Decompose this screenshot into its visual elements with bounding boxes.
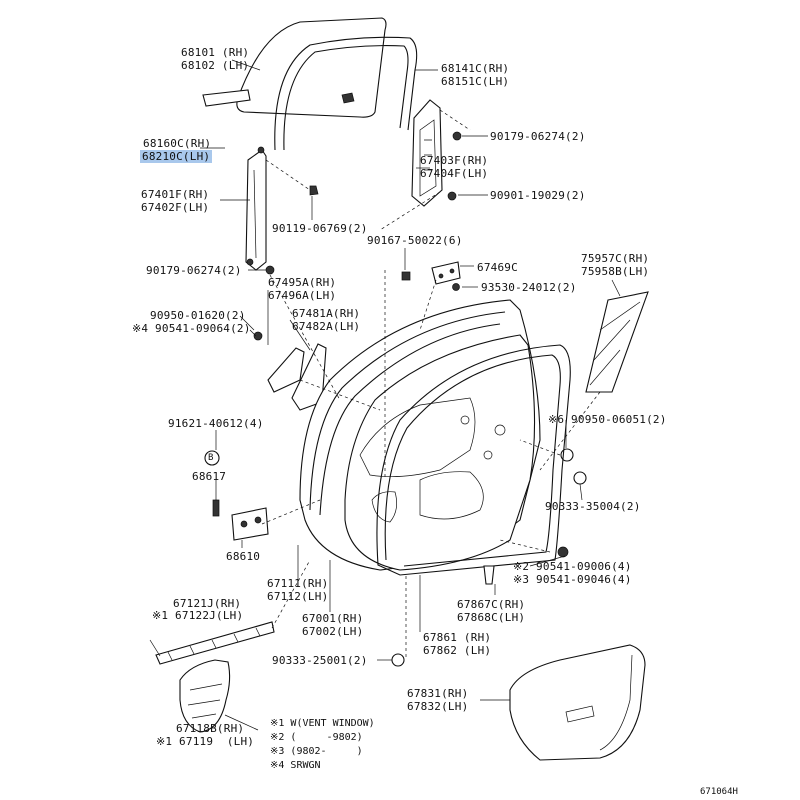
circle-b-shape bbox=[204, 450, 220, 466]
label-clip-90541-09064: ※4 90541-09064(2) bbox=[132, 322, 251, 335]
door-inner-panel-shape bbox=[344, 334, 536, 571]
door-glass-shape bbox=[236, 17, 387, 118]
label-stripe-75957: 75957C(RH) 75958B(LH) bbox=[581, 252, 650, 278]
door-weatherstrip-shape bbox=[376, 344, 571, 576]
door-trim-shape bbox=[509, 644, 646, 761]
label-regulator: 67403F(RH) 67404F(LH) bbox=[420, 154, 489, 180]
label-bolt-90119: 90119-06769(2) bbox=[272, 222, 368, 235]
label-bolt-91621: 91621-40612(4) bbox=[168, 417, 264, 430]
label-run-channel: 68141C(RH) 68151C(LH) bbox=[441, 62, 510, 88]
hinge-shape bbox=[231, 507, 269, 541]
label-clip-90541-09046: ※3 90541-09046(4) bbox=[513, 573, 632, 586]
label-seal-67481: 67481A(RH) 67482A(LH) bbox=[292, 307, 361, 333]
label-clip-90950-06051: ※6 90950-06051(2) bbox=[548, 413, 667, 426]
label-check-68617: 68617 bbox=[192, 470, 227, 483]
label-moulding-67122: ※1 67122J(LH) bbox=[152, 609, 244, 622]
label-cover-67495: 67495A(RH) 67496A(LH) bbox=[268, 276, 337, 302]
label-circle-b: B bbox=[208, 453, 214, 463]
label-door-panel-67001: 67001(RH) 67002(LH) bbox=[302, 612, 364, 638]
lower-cover-shape bbox=[179, 659, 231, 733]
label-bolt-90179-left: 90179-06274(2) bbox=[146, 264, 242, 277]
stripe-shape bbox=[585, 291, 649, 393]
label-weatherstrip-67861: 67861 (RH) 67862 (LH) bbox=[423, 631, 492, 657]
label-screw-93530: 93530-24012(2) bbox=[481, 281, 577, 294]
label-door-panel-67111: 67111(RH) 67112(LH) bbox=[267, 577, 329, 603]
cover-shape bbox=[267, 347, 305, 393]
label-bolt-90167: 90167-50022(6) bbox=[367, 234, 463, 247]
label-bracket-67469: 67469C bbox=[477, 261, 518, 274]
label-channel-68210-highlighted: 68210C(LH) bbox=[140, 150, 213, 163]
label-cover-67118: 67118B(RH) bbox=[176, 722, 245, 735]
label-clip-90541-09006: ※2 90541-09006(4) bbox=[513, 560, 632, 573]
label-rear-channel: 67401F(RH) 67402F(LH) bbox=[141, 188, 210, 214]
label-trim-67831: 67831(RH) 67832(LH) bbox=[407, 687, 469, 713]
label-bolt-90901: 90901-19029(2) bbox=[490, 189, 586, 202]
window-regulator-shape bbox=[411, 99, 443, 207]
label-hinge-68610: 68610 bbox=[226, 550, 261, 563]
footnote-1: ※1 W(VENT WINDOW) bbox=[270, 718, 375, 729]
footnote-4: ※4 SRWGN bbox=[270, 760, 321, 771]
label-plug-90333-35004: 90333-35004(2) bbox=[545, 500, 641, 513]
figure-number: 671064H bbox=[700, 787, 738, 797]
run-channel-shape bbox=[274, 36, 418, 151]
label-channel-68160: 68160C(RH) bbox=[143, 137, 212, 150]
footnote-2: ※2 ( -9802) bbox=[270, 732, 363, 743]
glass-channel-bracket-shape bbox=[202, 89, 251, 107]
label-weatherstrip-67867: 67867C(RH) 67868C(LH) bbox=[457, 598, 526, 624]
label-bolt-90179-top: 90179-06274(2) bbox=[490, 130, 586, 143]
moulding-shape bbox=[155, 621, 275, 665]
label-clip-90950-01620: 90950-01620(2) bbox=[150, 309, 246, 322]
label-plug-90333-25001: 90333-25001(2) bbox=[272, 654, 368, 667]
footnote-3: ※3 (9802- ) bbox=[270, 746, 363, 757]
bracket-shape bbox=[431, 261, 461, 285]
label-glass: 68101 (RH) 68102 (LH) bbox=[181, 46, 250, 72]
label-moulding-67121: 67121J(RH) bbox=[173, 597, 242, 610]
label-cover-67119: ※1 67119 (LH) bbox=[156, 735, 255, 748]
